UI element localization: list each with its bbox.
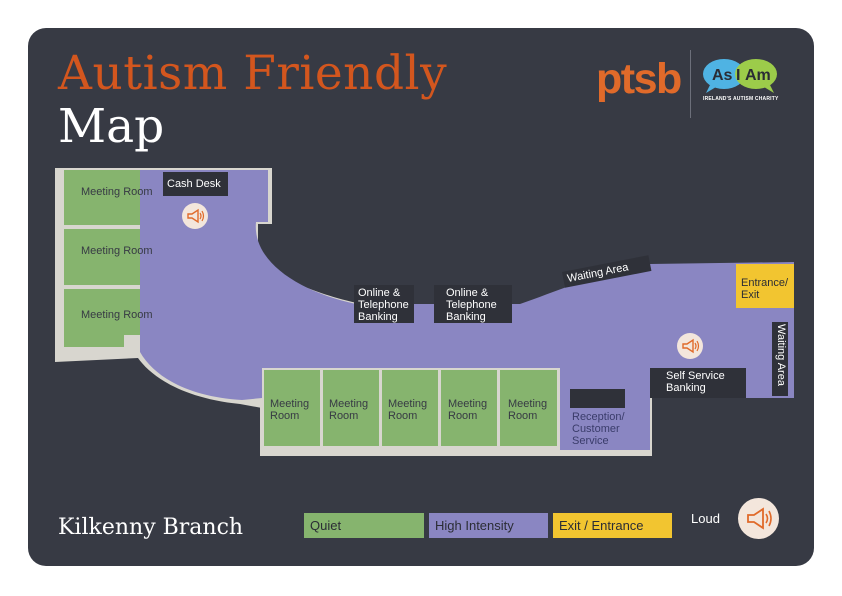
- megaphone-icon: [677, 333, 703, 359]
- self-service-label: Self Service Banking: [650, 368, 746, 398]
- entrance-exit-area[interactable]: [736, 264, 794, 308]
- meeting-room-label: Meeting Room: [81, 309, 153, 321]
- asiam-text-as: As: [712, 67, 733, 84]
- asiam-text-am: Am: [745, 67, 771, 84]
- waiting-area-label-right: Waiting Area: [775, 324, 787, 386]
- meeting-room-bottom-1[interactable]: [264, 370, 320, 446]
- meeting-room-bottom-3[interactable]: [382, 370, 438, 446]
- page-subtitle: Map: [58, 99, 165, 154]
- legend-exit-entrance: Exit / Entrance: [553, 513, 672, 538]
- megaphone-icon: [738, 498, 779, 539]
- ptsb-logo: ptsb: [596, 55, 682, 103]
- meeting-room-label: Meeting Room: [448, 398, 488, 422]
- asiam-bubble-green: [735, 59, 777, 89]
- meeting-room-left-3b: [64, 289, 140, 335]
- reception-label: Reception/ Customer Service: [572, 411, 625, 447]
- legend-loud-label: Loud: [691, 511, 720, 526]
- asiam-logo: As I Am: [703, 59, 777, 93]
- online-banking-label-2: Online & Telephone Banking: [434, 285, 512, 323]
- page-title: Autism Friendly: [58, 46, 448, 101]
- meeting-room-label: Meeting Room: [388, 398, 428, 422]
- asiam-text-i: I: [736, 67, 740, 84]
- meeting-room-bottom-4[interactable]: [441, 370, 497, 446]
- waiting-area-right-box: Waiting Area: [772, 322, 788, 396]
- asiam-tail-green: [764, 85, 774, 93]
- meeting-room-left-2[interactable]: [64, 229, 140, 285]
- meeting-room-label: Meeting Room: [329, 398, 369, 422]
- meeting-room-label: Meeting Room: [270, 398, 310, 422]
- asiam-tagline: IRELAND'S AUTISM CHARITY: [703, 96, 779, 102]
- meeting-room-label: Meeting Room: [81, 245, 153, 257]
- reception-desk: [570, 389, 625, 408]
- cash-desk-label: Cash Desk: [163, 172, 228, 196]
- meeting-room-bottom-5[interactable]: [500, 370, 557, 446]
- asiam-tail-blue: [706, 85, 716, 93]
- branch-name: Kilkenny Branch: [58, 515, 244, 540]
- legend-quiet: Quiet: [304, 513, 424, 538]
- meeting-room-bottom-2[interactable]: [323, 370, 379, 446]
- meeting-room-label: Meeting Room: [81, 186, 153, 198]
- legend-high-intensity: High Intensity: [429, 513, 548, 538]
- logo-divider: [690, 50, 691, 118]
- online-banking-label-1: Online & Telephone Banking: [354, 285, 414, 323]
- meeting-room-label: Meeting Room: [508, 398, 548, 422]
- megaphone-glyph: [187, 208, 205, 224]
- megaphone-glyph: [682, 338, 700, 354]
- entrance-exit-label: Entrance/ Exit: [741, 277, 789, 301]
- asiam-bubble-blue: [703, 59, 745, 89]
- meeting-room-left-1[interactable]: [64, 170, 140, 225]
- megaphone-icon: [182, 203, 208, 229]
- megaphone-glyph: [747, 507, 772, 530]
